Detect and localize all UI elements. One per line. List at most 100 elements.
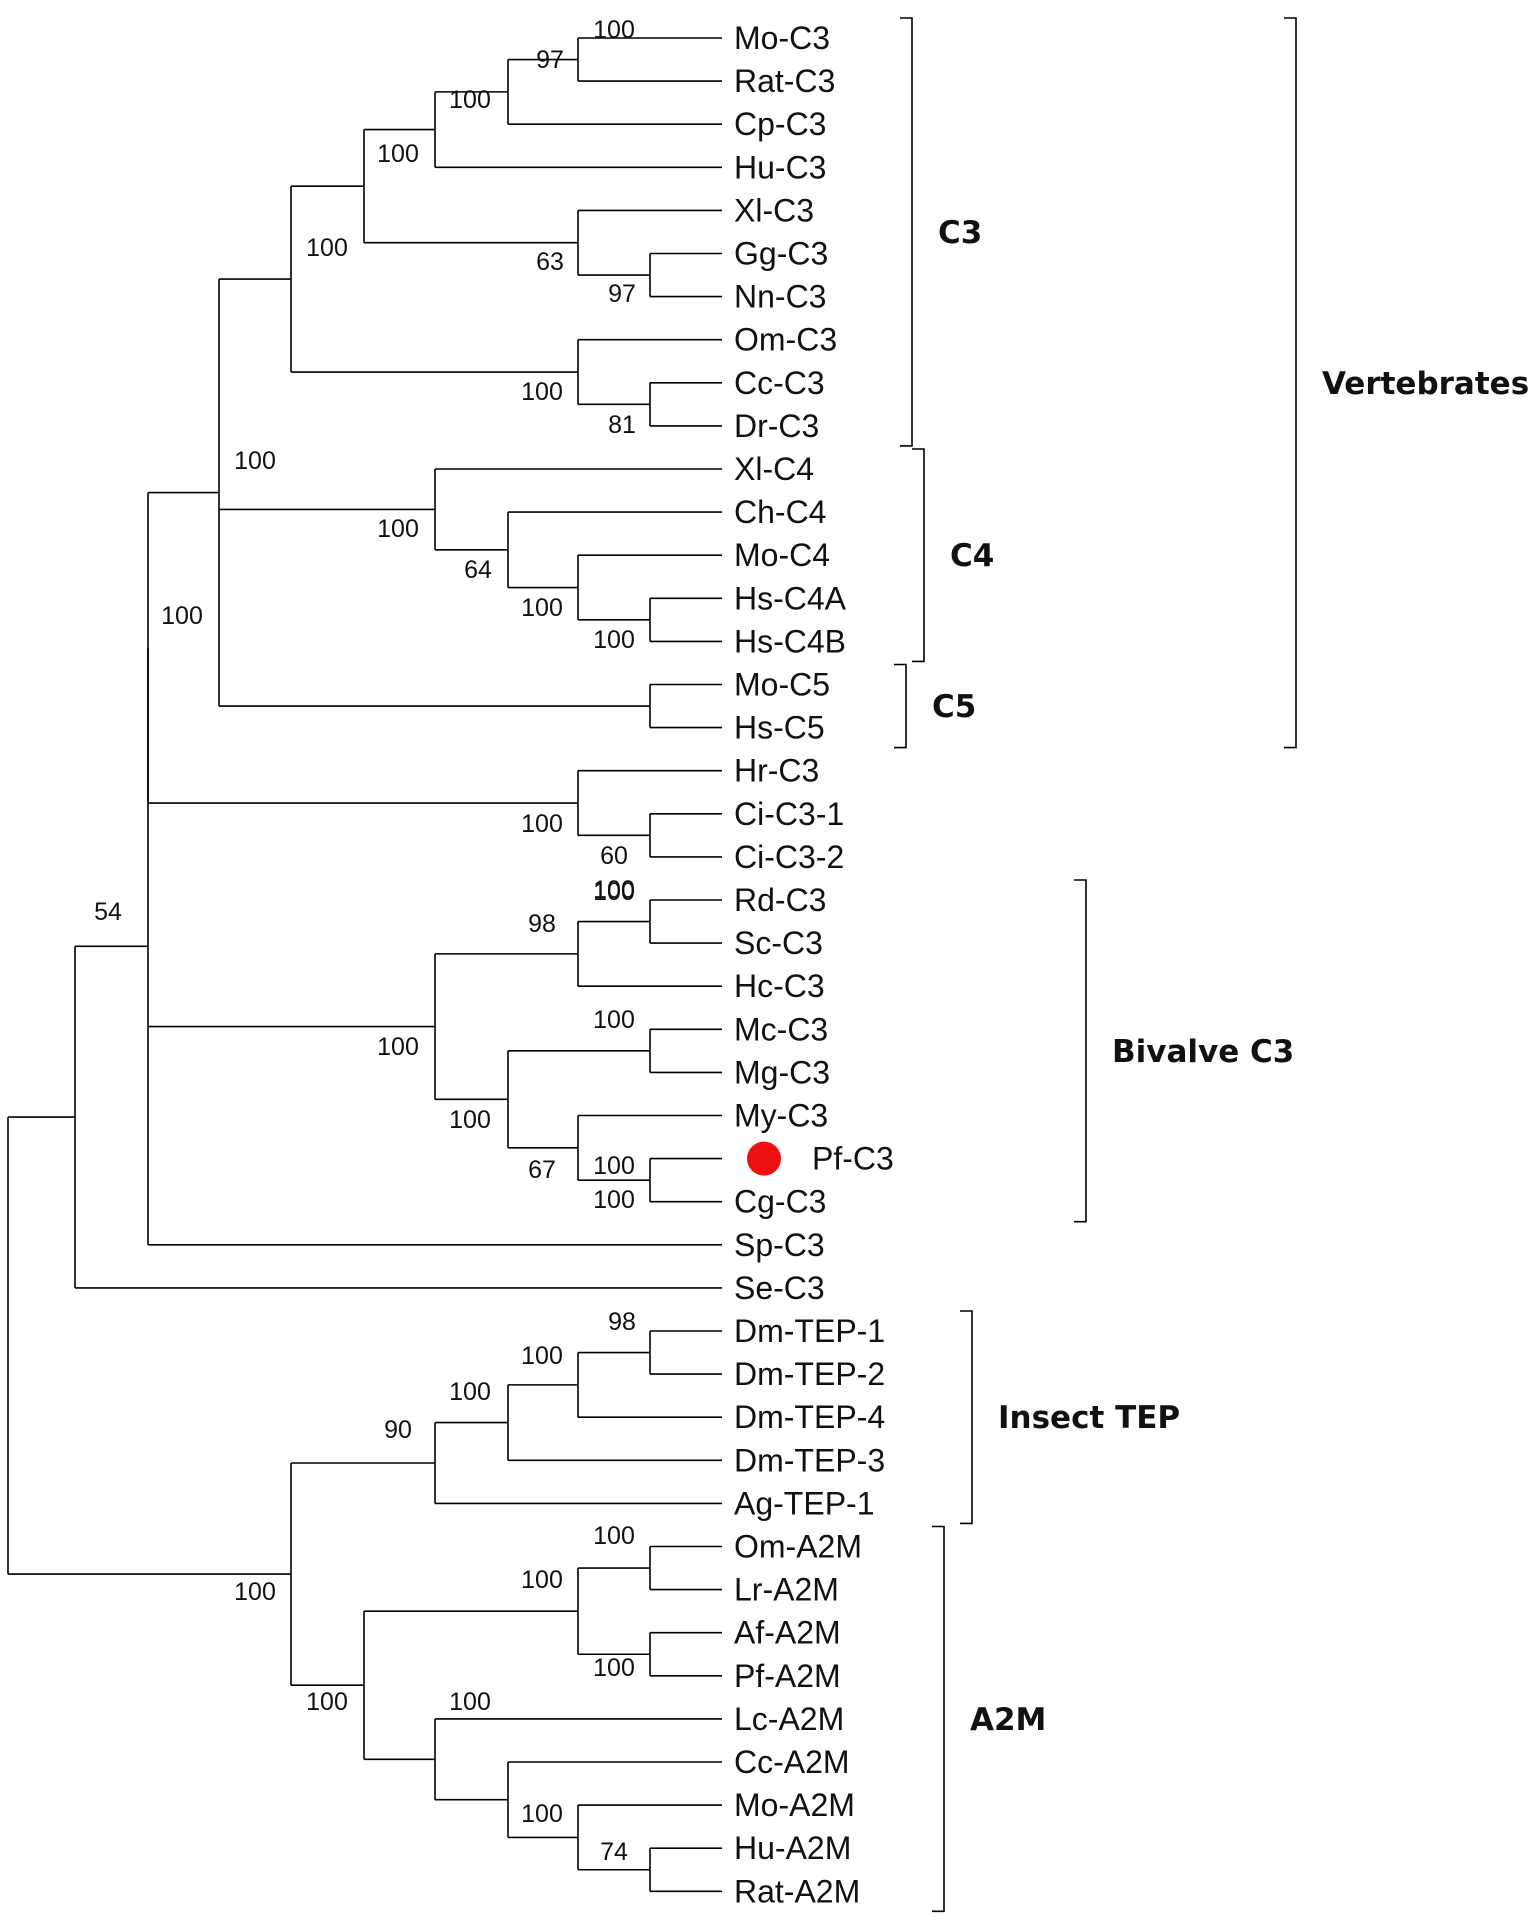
leaf-label-mc-c3: Mc-C3 (734, 1011, 828, 1047)
leaf-label-hu-c3: Hu-C3 (734, 149, 826, 185)
support-value: 100 (521, 1566, 563, 1594)
leaf-label-ci-c3-2: Ci-C3-2 (734, 839, 844, 875)
clade-label-c4: C4 (950, 538, 994, 574)
support-value: 97 (536, 46, 564, 74)
support-value: 100 (377, 140, 419, 168)
leaf-label-mo-c3: Mo-C3 (734, 20, 830, 56)
support-value: 100 (449, 1106, 491, 1134)
support-value: 90 (384, 1416, 412, 1444)
leaf-label-sc-c3: Sc-C3 (734, 925, 823, 961)
leaf-label-dm-tep-2: Dm-TEP-2 (734, 1356, 885, 1392)
leaf-label-mo-c5: Mo-C5 (734, 667, 830, 703)
leaf-label-ci-c3-1: Ci-C3-1 (734, 796, 844, 832)
support-value: 100 (593, 1152, 635, 1180)
tree-branches (7, 37, 722, 1893)
support-value: 100 (449, 1688, 491, 1716)
leaf-label-om-a2m: Om-A2M (734, 1529, 862, 1565)
bracket-c5 (894, 663, 907, 749)
support-value: 100 (521, 378, 563, 406)
support-value: 100 (306, 1688, 348, 1716)
leaf-label-mo-c4: Mo-C4 (734, 537, 830, 573)
support-value: 100 (377, 1033, 419, 1061)
leaf-label-rd-c3: Rd-C3 (734, 882, 826, 918)
bracket-c3 (900, 17, 913, 447)
leaf-label-my-c3: My-C3 (734, 1098, 828, 1134)
leaf-label-hr-c3: Hr-C3 (734, 753, 819, 789)
support-value: 100 (593, 16, 635, 44)
clade-label-bivalve-c3: Bivalve C3 (1112, 1034, 1294, 1070)
bracket-vertebrates (1284, 17, 1297, 749)
clade-label-insect-tep: Insect TEP (998, 1400, 1180, 1436)
support-value: 100 (521, 594, 563, 622)
leaf-label-cc-c3: Cc-C3 (734, 365, 825, 401)
leaf-label-ag-tep-1: Ag-TEP-1 (734, 1485, 874, 1521)
support-value: 100 (234, 1578, 276, 1606)
support-value: 63 (536, 248, 564, 276)
leaf-label-rat-c3: Rat-C3 (734, 63, 835, 99)
leaf-label-hs-c5: Hs-C5 (734, 710, 825, 746)
support-value: 100 (521, 810, 563, 838)
bracket-c4 (912, 448, 925, 663)
support-value: 100 (449, 86, 491, 114)
support-value: 100 (521, 1342, 563, 1370)
clade-label-a2m: A2M (970, 1702, 1046, 1738)
support-value: 98 (528, 910, 556, 938)
support-value: 98 (608, 1308, 636, 1336)
leaf-label-cg-c3: Cg-C3 (734, 1184, 826, 1220)
leaf-label-se-c3: Se-C3 (734, 1270, 825, 1306)
leaf-label-mo-a2m: Mo-A2M (734, 1787, 855, 1823)
support-value: 64 (464, 556, 492, 584)
support-value: 100 (593, 876, 635, 904)
leaf-label-pf-a2m: Pf-A2M (734, 1658, 841, 1694)
support-value: 60 (600, 842, 628, 870)
support-value: 100 (593, 1522, 635, 1550)
support-value: 81 (608, 411, 636, 439)
support-value: 100 (593, 1006, 635, 1034)
leaf-label-dr-c3: Dr-C3 (734, 408, 819, 444)
leaf-label-om-c3: Om-C3 (734, 322, 837, 358)
leaf-label-rat-a2m: Rat-A2M (734, 1873, 860, 1909)
clade-brackets (894, 17, 1297, 1913)
support-value: 100 (161, 602, 203, 630)
leaf-label-lr-a2m: Lr-A2M (734, 1572, 839, 1608)
clade-label-c3: C3 (938, 215, 982, 251)
clade-label-vertebrates: Vertebrates (1322, 366, 1529, 402)
bracket-bivalve-c3 (1074, 879, 1087, 1223)
support-value: 100 (593, 878, 635, 906)
leaf-label-af-a2m: Af-A2M (734, 1615, 841, 1651)
support-value: 100 (593, 626, 635, 654)
leaf-label-hu-a2m: Hu-A2M (734, 1830, 851, 1866)
leaf-label-xl-c3: Xl-C3 (734, 192, 814, 228)
support-value: 100 (234, 447, 276, 475)
leaf-label-hc-c3: Hc-C3 (734, 968, 825, 1004)
leaf-label-lc-a2m: Lc-A2M (734, 1701, 844, 1737)
leaf-label-dm-tep-1: Dm-TEP-1 (734, 1313, 885, 1349)
leaf-label-cc-a2m: Cc-A2M (734, 1744, 850, 1780)
support-values: 100 97 100 100 63 97 100 100 81 100 100 64 100 100 100… (94, 16, 636, 1866)
support-value: 100 (377, 515, 419, 543)
support-value: 67 (528, 1156, 556, 1184)
leaf-label-nn-c3: Nn-C3 (734, 279, 826, 315)
leaf-label-dm-tep-4: Dm-TEP-4 (734, 1399, 885, 1435)
support-value: 100 (593, 1186, 635, 1214)
clade-label-c5: C5 (932, 689, 976, 725)
leaf-label-mg-c3: Mg-C3 (734, 1054, 830, 1090)
support-value: 54 (94, 898, 122, 926)
leaf-label-pf-c3: Pf-C3 (812, 1141, 894, 1177)
leaf-labels: Mo-C3Rat-C3Cp-C3Hu-C3Xl-C3Gg-C3Nn-C3Om-C… (734, 20, 894, 1909)
leaf-label-cp-c3: Cp-C3 (734, 106, 826, 142)
support-value: 97 (608, 280, 636, 308)
leaf-label-hs-c4b: Hs-C4B (734, 623, 846, 659)
bracket-insect-tep (960, 1310, 973, 1525)
leaf-label-hs-c4a: Hs-C4A (734, 580, 847, 616)
support-value: 100 (521, 1800, 563, 1828)
highlight-marker-dot (747, 1141, 781, 1176)
leaf-label-gg-c3: Gg-C3 (734, 236, 828, 272)
support-value: 100 (593, 1654, 635, 1682)
leaf-label-sp-c3: Sp-C3 (734, 1227, 825, 1263)
leaf-label-ch-c4: Ch-C4 (734, 494, 826, 530)
support-value: 100 (306, 234, 348, 262)
support-value: 74 (600, 1838, 628, 1866)
